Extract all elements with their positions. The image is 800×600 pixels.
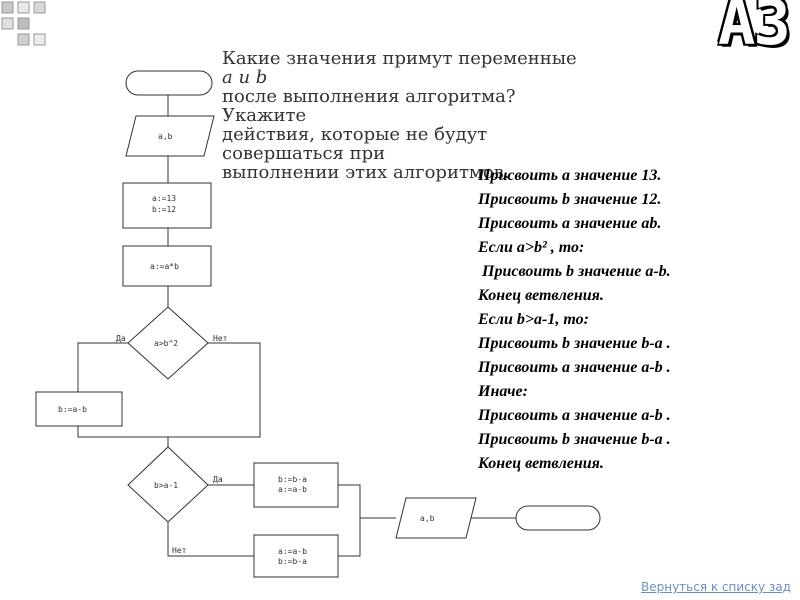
cond1-label: a>b^2 [154, 339, 178, 348]
algorithm-line: Присвоить b значение b-a . [478, 431, 671, 448]
algorithm-line: Если a>b² , то: [478, 239, 585, 256]
algorithm-line: Присвоить a значение a-b . [478, 359, 671, 376]
cond2-label: b>a-1 [154, 481, 178, 490]
input-label: a,b [158, 132, 173, 141]
assign3-label: b:=a-b [58, 405, 87, 414]
output-label: a,b [420, 514, 435, 523]
algorithm-line: Присвоить b значение 12. [478, 191, 662, 208]
assign2-label: a:=a*b [150, 262, 179, 271]
end-terminator [515, 505, 601, 531]
algorithm-line: Присвоить a значение 13. [478, 167, 662, 184]
algorithm-line: Конец ветвления. [478, 455, 604, 472]
cond1-no-label: Нет [213, 334, 228, 343]
algorithm-line: Присвоить b значение b-a . [478, 335, 671, 352]
cond1-yes-label: Да [116, 334, 126, 343]
assign-block-1 [122, 182, 212, 229]
assign1-label-b: b:=12 [152, 205, 176, 214]
branch-yes-label-1: b:=b-a [278, 475, 307, 484]
algorithm-line: Иначе: [478, 383, 528, 400]
branch-yes-label-2: a:=a-b [278, 485, 307, 494]
question-line: выполнении этих алгоритмов. [222, 162, 510, 183]
question-line: Какие значения примут переменные [222, 48, 577, 69]
question-line: действия, которые не будут совершаться п… [222, 124, 488, 164]
back-to-list-link[interactable]: Вернуться к списку зад [641, 580, 791, 594]
question-text: Какие значения примут переменные a и b п… [222, 49, 592, 182]
branch-no-label-2: b:=b-a [278, 557, 307, 566]
cond2-no-label: Нет [172, 546, 187, 555]
assign-block-3 [35, 391, 123, 427]
algorithm-line: Если b>a-1, то: [478, 311, 589, 328]
start-terminator [125, 70, 213, 96]
assign-block-2 [122, 245, 212, 287]
slide-number: A3 [718, 0, 791, 59]
algorithm-line: Присвоить a значение ab. [478, 215, 662, 232]
assign1-label-a: a:=13 [152, 194, 176, 203]
decorative-squares [1, 1, 46, 46]
algorithm-line: Конец ветвления. [478, 287, 604, 304]
output-block [395, 497, 477, 539]
branch-no-label-1: a:=a-b [278, 547, 307, 556]
algorithm-text: Присвоить a значение 13. Присвоить b зна… [478, 164, 798, 476]
algorithm-line: Присвоить b значение a-b. [482, 263, 671, 280]
condition-1 [127, 306, 209, 380]
cond2-yes-label: Да [213, 475, 223, 484]
branch-no-block [253, 534, 339, 578]
input-block [125, 115, 215, 157]
question-line: после выполнения алгоритма? Укажите [222, 86, 516, 126]
algorithm-line: Присвоить a значение a-b . [478, 407, 671, 424]
question-line: a и b [222, 67, 268, 88]
